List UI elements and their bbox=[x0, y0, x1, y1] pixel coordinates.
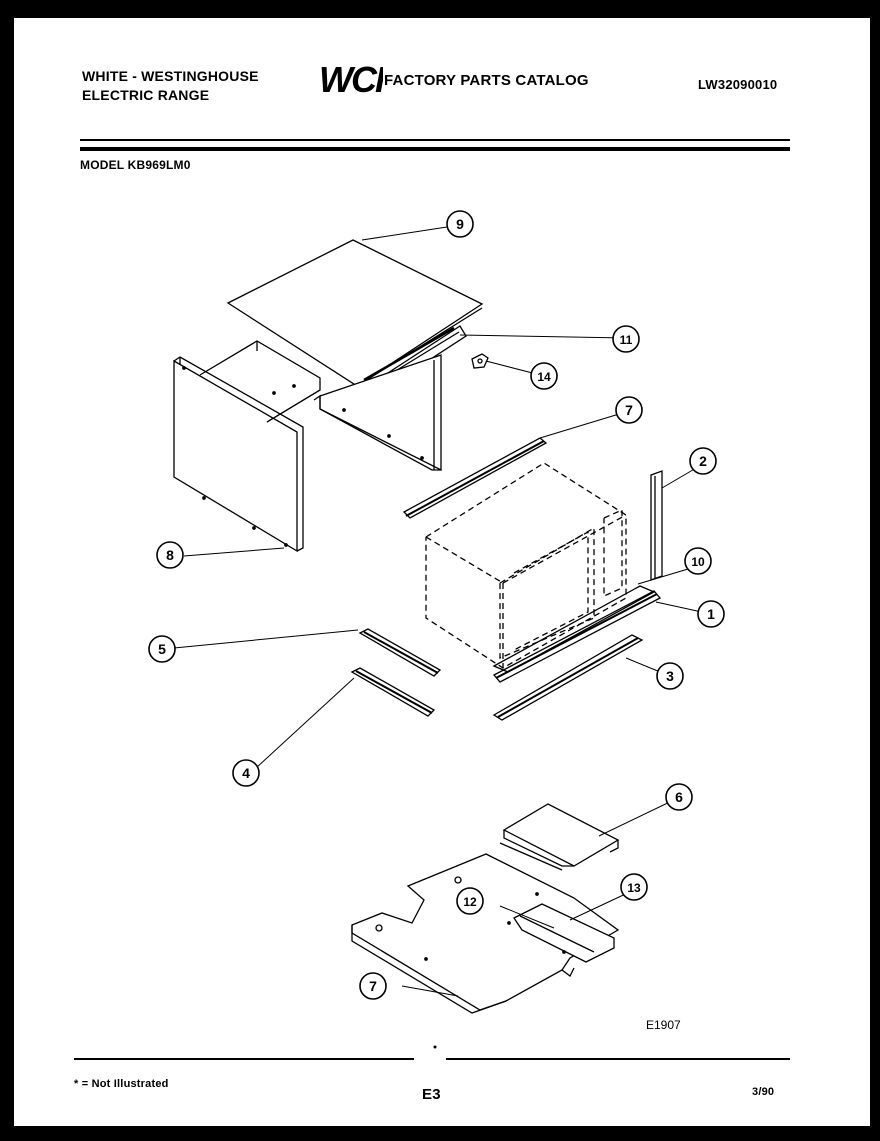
wci-logo: WCI bbox=[317, 58, 388, 103]
part-base-plate bbox=[351, 853, 620, 1014]
model-number: MODEL KB969LM0 bbox=[80, 158, 191, 172]
callout-10: 10 bbox=[684, 547, 712, 575]
part-side-panels bbox=[173, 340, 442, 553]
callout-8: 8 bbox=[156, 541, 184, 569]
callout-1: 1 bbox=[697, 600, 725, 628]
callout-5: 5 bbox=[148, 635, 176, 663]
callout-14: 14 bbox=[530, 362, 558, 390]
part-left-rail-lower bbox=[350, 667, 436, 717]
part-vertical-strip bbox=[650, 470, 663, 581]
callout-label: 4 bbox=[242, 765, 250, 781]
part-clip bbox=[471, 353, 489, 369]
product-type: ELECTRIC RANGE bbox=[82, 87, 210, 103]
callout-label: 7 bbox=[369, 978, 377, 994]
part-left-rail-upper bbox=[358, 628, 442, 677]
callout-2: 2 bbox=[689, 447, 717, 475]
part-front-trim bbox=[492, 585, 662, 683]
callout-4: 4 bbox=[232, 759, 260, 787]
footnote: * = Not Illustrated bbox=[74, 1078, 169, 1090]
callout-label: 11 bbox=[620, 333, 633, 347]
catalog-title: FACTORY PARTS CATALOG bbox=[384, 72, 589, 89]
part-top-panel bbox=[226, 239, 484, 387]
header-rules bbox=[74, 139, 790, 1060]
callout-12: 12 bbox=[456, 887, 484, 915]
callout-label: 13 bbox=[627, 881, 641, 895]
callout-label: 7 bbox=[625, 402, 633, 418]
brand-name: WHITE - WESTINGHOUSE bbox=[82, 68, 259, 84]
wci-logo-text: WCI bbox=[319, 59, 383, 98]
catalog-sheet: WHITE - WESTINGHOUSE ELECTRIC RANGE WCI … bbox=[14, 18, 870, 1126]
callout-label: 9 bbox=[456, 216, 464, 232]
catalog-number: LW32090010 bbox=[698, 77, 778, 92]
callout-9: 9 bbox=[446, 210, 474, 238]
callout-label: 1 bbox=[707, 606, 715, 622]
callout-6: 6 bbox=[665, 783, 693, 811]
callout-label: 10 bbox=[691, 555, 705, 569]
callout-13: 13 bbox=[620, 873, 648, 901]
part-bottom-rail bbox=[492, 634, 644, 721]
callout-label: 8 bbox=[166, 547, 174, 563]
callout-11: 11 bbox=[612, 325, 640, 353]
revision-date: 3/90 bbox=[752, 1086, 775, 1098]
part-cover bbox=[499, 803, 620, 871]
callout-label: 5 bbox=[158, 641, 166, 657]
figure-code: E1907 bbox=[646, 1018, 681, 1032]
callout-7: 7 bbox=[359, 972, 387, 1000]
page-number: E3 bbox=[422, 1086, 441, 1103]
callout-3: 3 bbox=[656, 662, 684, 690]
callout-label: 12 bbox=[463, 895, 477, 909]
callout-label: 2 bbox=[699, 453, 707, 469]
part-top-rail bbox=[402, 437, 548, 519]
callout-label: 6 bbox=[675, 789, 683, 805]
callout-label: 14 bbox=[537, 370, 551, 384]
oven-cavity bbox=[425, 462, 627, 669]
callout-label: 3 bbox=[666, 668, 674, 684]
callout-7: 7 bbox=[615, 396, 643, 424]
